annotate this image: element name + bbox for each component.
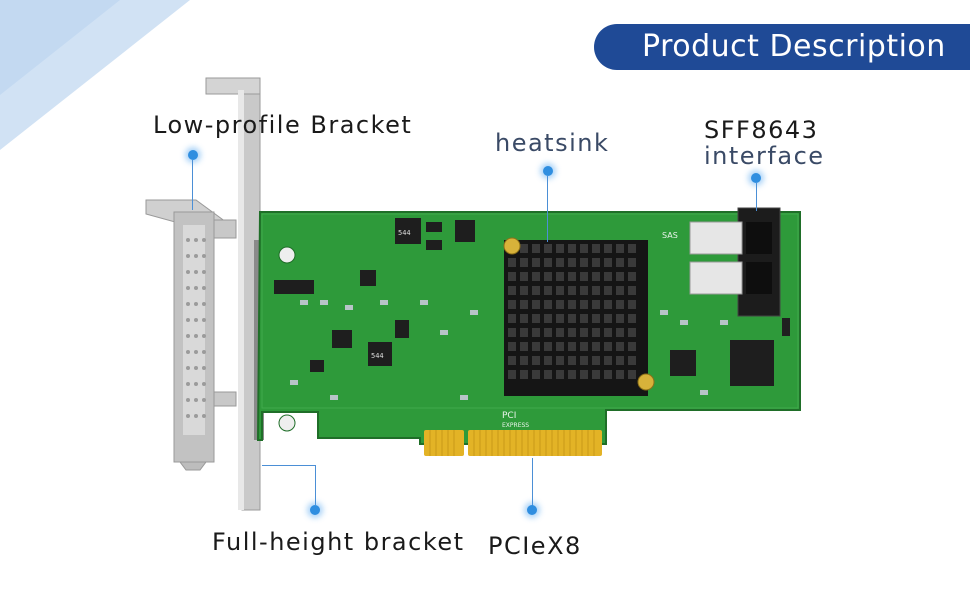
pci-silkscreen: PCI (502, 411, 516, 421)
full-height-leader-v (315, 465, 316, 505)
full-height-dot (310, 505, 320, 515)
express-silkscreen: EXPRESS (502, 422, 529, 429)
chip-marking-1: 544 (398, 229, 411, 237)
sff-label-line1: SFF8643 (704, 116, 819, 144)
low-profile-dot (188, 150, 198, 160)
heatsink-leader (547, 176, 548, 242)
product-description-banner: Product Description (594, 24, 970, 70)
full-height-label: Full-height bracket (212, 528, 465, 556)
pcie-dot (527, 505, 537, 515)
header-pins (782, 318, 790, 336)
sff-leader (756, 183, 757, 211)
heatsink (503, 237, 655, 396)
sff-label-line2: interface (704, 142, 825, 170)
sff-dot (751, 173, 761, 183)
heatsink-dot (543, 166, 553, 176)
pcie-label: PCIeX8 (488, 532, 582, 560)
banner-title: Product Description (642, 29, 946, 64)
low-profile-label: Low-profile Bracket (153, 111, 413, 139)
sff8643-connector (689, 207, 781, 317)
pcie-leader (532, 458, 533, 506)
low-profile-leader (192, 160, 193, 210)
full-height-bracket (205, 77, 264, 511)
full-height-leader-h (262, 465, 316, 466)
corner-decoration (0, 0, 190, 150)
chip-marking-2: 544 (371, 352, 384, 360)
heatsink-label: heatsink (495, 129, 610, 157)
low-profile-bracket (145, 199, 237, 471)
sas-silkscreen: SAS (662, 231, 678, 240)
